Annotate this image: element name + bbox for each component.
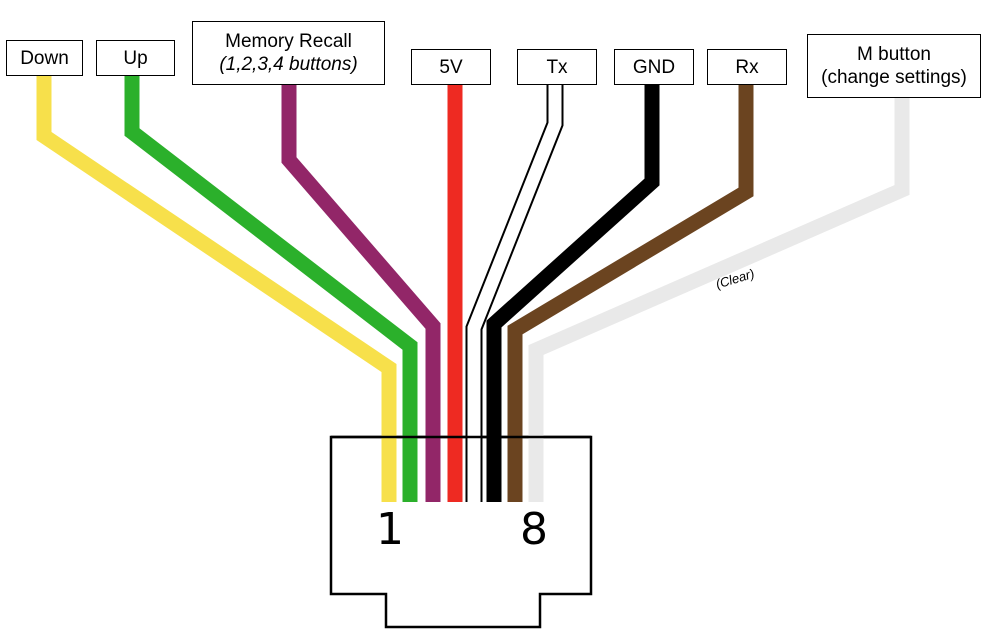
label-rx-text: Rx	[735, 56, 759, 78]
label-down: Down	[6, 40, 83, 76]
label-rx: Rx	[707, 49, 787, 85]
wire-gnd	[486, 84, 660, 502]
label-down-text: Down	[20, 47, 69, 69]
pin-number-first: 1	[376, 504, 404, 555]
wire-m-button	[528, 97, 910, 502]
wire-down	[36, 75, 397, 502]
label-memory-recall-subtext: (1,2,3,4 buttons)	[219, 54, 358, 75]
label-gnd: GND	[614, 49, 694, 85]
label-gnd-text: GND	[632, 56, 676, 78]
pin-number-last: 8	[520, 504, 548, 555]
label-memory-recall-text: Memory Recall	[225, 31, 352, 52]
label-up: Up	[96, 40, 175, 76]
label-tx: Tx	[517, 49, 597, 85]
label-tx-text: Tx	[546, 56, 568, 78]
wire-tx	[467, 84, 562, 502]
label-m-button-text: M button	[857, 44, 931, 65]
label-m-button: M button (change settings)	[807, 34, 981, 98]
label-memory-recall: Memory Recall (1,2,3,4 buttons)	[192, 21, 385, 85]
wire-rx	[507, 84, 754, 502]
label-5v: 5V	[411, 49, 491, 85]
wire-up	[124, 75, 418, 502]
label-up-text: Up	[123, 47, 148, 69]
label-m-button-subtext: (change settings)	[821, 67, 967, 88]
wire-memory-recall	[281, 84, 441, 502]
label-5v-text: 5V	[439, 56, 463, 78]
